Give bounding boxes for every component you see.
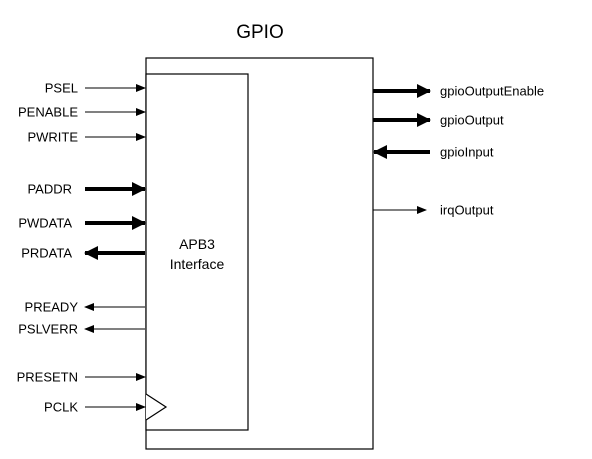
- right-signals: gpioOutputEnable gpioOutput gpioInput irqOu…: [373, 84, 544, 218]
- signal-label-pslverr: PSLVERR: [18, 322, 78, 337]
- signal-label-penable: PENABLE: [18, 105, 78, 120]
- signal-label-prdata: PRDATA: [21, 246, 72, 261]
- apb3-interface-box: [145, 73, 249, 431]
- signal-label-gpio-input: gpioInput: [440, 145, 494, 160]
- signal-label-presetn: PRESETN: [17, 370, 78, 385]
- signal-label-irq-output: irqOutput: [440, 203, 494, 218]
- signal-label-pwrite: PWRITE: [27, 130, 78, 145]
- signal-label-psel: PSEL: [45, 81, 78, 96]
- interface-label-line2: Interface: [170, 256, 225, 272]
- signal-label-pclk: PCLK: [44, 400, 78, 415]
- signal-label-pwdata: PWDATA: [18, 216, 72, 231]
- clock-input-triangle-icon: [145, 393, 168, 421]
- signal-label-pready: PREADY: [25, 300, 79, 315]
- signal-label-gpio-output: gpioOutput: [440, 113, 504, 128]
- signal-label-gpio-output-enable: gpioOutputEnable: [440, 84, 544, 99]
- left-signals: PSEL PENABLE PWRITE PADDR PWDATA PRDATA PREADY…: [17, 81, 146, 415]
- interface-label-line1: APB3: [179, 236, 215, 252]
- signal-label-paddr: PADDR: [27, 182, 72, 197]
- block-title: GPIO: [236, 22, 284, 43]
